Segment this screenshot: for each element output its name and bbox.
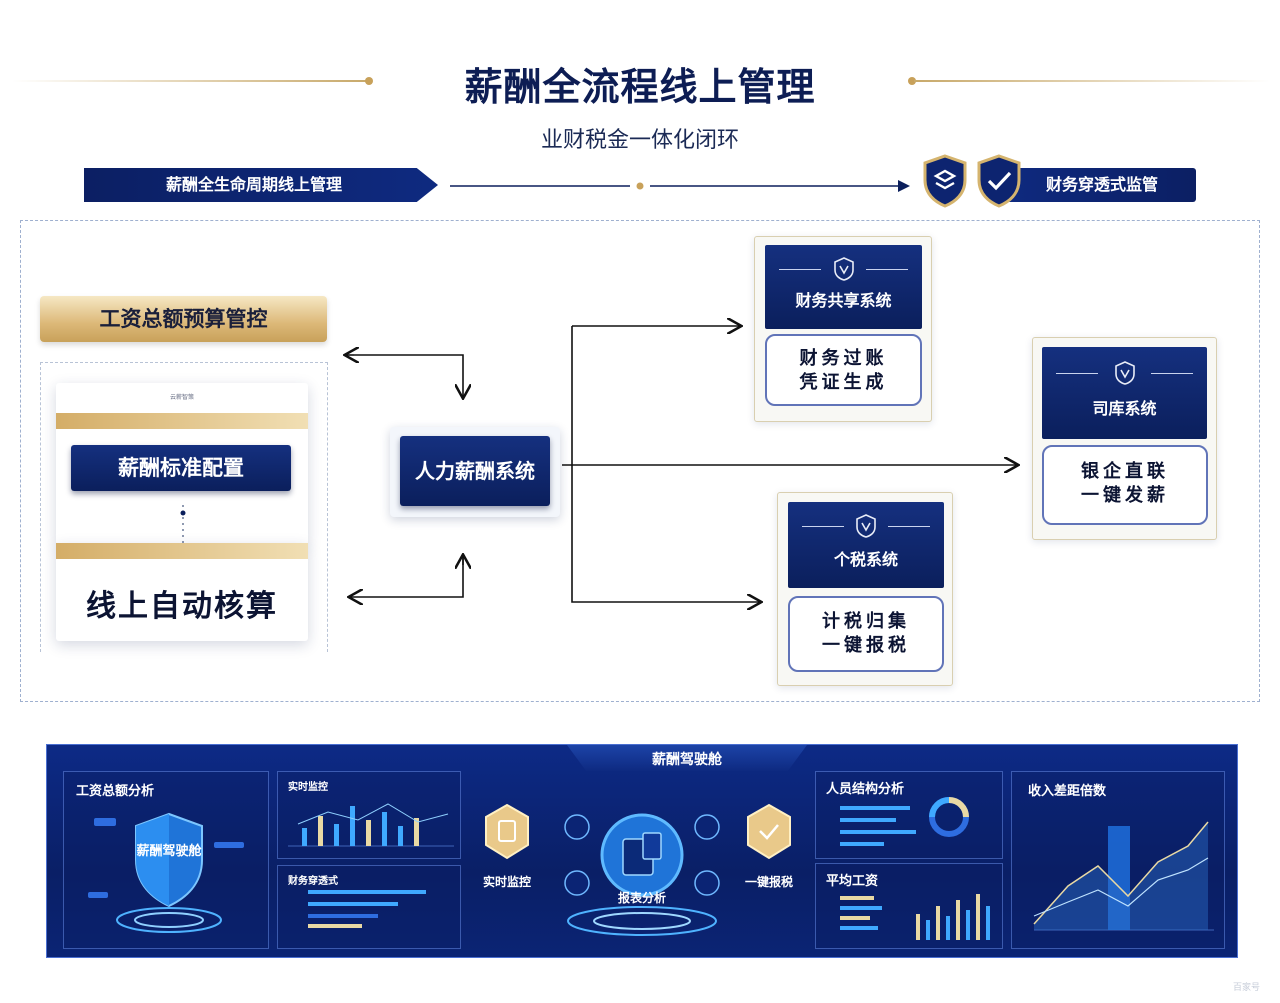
tax-system-body: 计税归集 一键报税	[788, 596, 944, 672]
gold-strip	[56, 543, 308, 559]
panel-total-wage-title: 工资总额分析	[76, 784, 155, 799]
tax-system-header: 个税系统	[788, 502, 944, 588]
staff-donut	[929, 797, 969, 837]
flow-frame	[20, 220, 1260, 702]
income-gap-area-chart	[1033, 821, 1214, 931]
left-column-frame	[40, 362, 328, 652]
banner-arrow	[450, 180, 910, 192]
system-shield-icon	[834, 257, 854, 281]
page-title: 薪酬全流程线上管理	[464, 65, 816, 109]
panel-average-wage: 平均工资	[815, 863, 1003, 949]
salary-config-box: 薪酬标准配置	[71, 445, 291, 491]
tax-line-1: 计税归集	[822, 611, 910, 632]
system-shield-icon	[1115, 361, 1135, 385]
document-hex-icon	[485, 803, 529, 860]
finance-system-title: 财务共享系统	[795, 291, 892, 310]
title-left-rule	[12, 80, 368, 82]
budget-control-bar: 工资总额预算管控	[40, 296, 327, 342]
realtime-bar-chart	[288, 803, 454, 847]
panel-avg-title: 平均工资	[826, 874, 879, 889]
flow-connectors	[0, 0, 1280, 720]
salary-cockpit-dashboard: 薪酬驾驶舱 工资总额分析 薪酬驾驶舱 实时监控	[46, 744, 1238, 958]
hub-left-label: 实时监控	[482, 875, 531, 889]
title-right-rule	[914, 80, 1270, 82]
panel-staff-structure: 人员结构分析	[815, 771, 1003, 859]
check-hex-icon	[747, 803, 791, 860]
auto-calc-label: 线上自动核算	[86, 589, 278, 624]
finance-line-2: 凭证生成	[799, 372, 888, 393]
tax-line-2: 一键报税	[822, 635, 910, 656]
panel-realtime-title: 实时监控	[288, 782, 328, 793]
gold-strip	[56, 413, 308, 429]
report-hub-graphic	[564, 813, 720, 936]
watermark: 百家号	[1232, 983, 1260, 993]
tax-system-title: 个税系统	[833, 550, 898, 569]
lifecycle-banner: 薪酬全生命周期线上管理	[84, 168, 438, 202]
hr-payroll-system: 人力薪酬系统	[400, 436, 550, 506]
dashboard-title: 薪酬驾驶舱	[567, 745, 807, 771]
title-right-dot	[908, 77, 916, 85]
finance-system-body: 财务过账 凭证生成	[765, 334, 922, 406]
system-shield-icon	[856, 514, 876, 538]
hub-right-label: 一键报税	[744, 875, 793, 889]
treasury-line-1: 银企直联	[1081, 461, 1169, 482]
calc-card: 线上自动核算	[56, 543, 308, 641]
hub-center-label: 报表分析	[617, 891, 666, 905]
treasury-system-title: 司库系统	[1092, 399, 1157, 418]
finance-system-header: 财务共享系统	[765, 245, 922, 329]
avg-wage-bars	[916, 894, 990, 940]
panel-realtime: 实时监控	[277, 771, 461, 859]
panel-penetration: 财务穿透式	[277, 865, 461, 949]
title-left-dot	[365, 77, 373, 85]
finance-line-1: 财务过账	[799, 348, 888, 369]
panel-total-wage: 工资总额分析 薪酬驾驶舱	[63, 771, 269, 949]
cockpit-shield-icon	[116, 812, 222, 933]
layers-shield-icon	[923, 154, 967, 208]
config-connector	[180, 505, 186, 545]
panel-penetration-title: 财务穿透式	[288, 876, 338, 887]
check-shield-icon	[977, 154, 1021, 208]
supervision-banner: 财务穿透式监管	[1000, 168, 1196, 202]
page-subtitle: 业财税金一体化闭环	[540, 128, 739, 153]
panel-income-gap: 收入差距倍数	[1011, 771, 1225, 949]
treasury-system-header: 司库系统	[1042, 347, 1207, 439]
card-caption: 云薪智策	[169, 394, 194, 401]
cockpit-logo-label: 薪酬驾驶舱	[136, 844, 202, 859]
panel-staff-title: 人员结构分析	[826, 782, 905, 797]
treasury-line-2: 一键发薪	[1081, 485, 1169, 506]
treasury-system-body: 银企直联 一键发薪	[1042, 445, 1208, 525]
panel-income-gap-title: 收入差距倍数	[1028, 784, 1107, 799]
